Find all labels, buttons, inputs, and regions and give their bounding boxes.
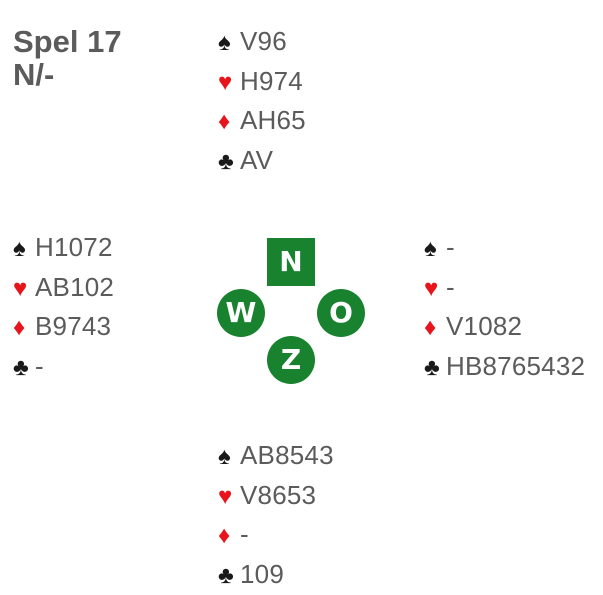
north-hearts-row: ♥H974 bbox=[218, 62, 306, 102]
west-spades-row: ♠H1072 bbox=[13, 228, 114, 268]
north-diamonds-row: ♦AH65 bbox=[218, 101, 306, 141]
heart-icon: ♥ bbox=[13, 269, 35, 309]
south-spades-cards: AB8543 bbox=[240, 440, 334, 470]
south-diamonds-cards: - bbox=[240, 519, 249, 549]
board-dealer-vulnerability: N/- bbox=[13, 58, 122, 91]
north-clubs-cards: AV bbox=[240, 145, 273, 175]
diamond-icon: ♦ bbox=[218, 516, 240, 556]
north-clubs-row: ♣AV bbox=[218, 141, 306, 181]
compass-south: Z bbox=[267, 336, 315, 384]
west-spades-cards: H1072 bbox=[35, 232, 113, 262]
west-hearts-row: ♥AB102 bbox=[13, 268, 114, 308]
east-clubs-row: ♣HB8765432 bbox=[424, 347, 585, 387]
north-spades-cards: V96 bbox=[240, 26, 287, 56]
spade-icon: ♠ bbox=[218, 437, 240, 477]
diamond-icon: ♦ bbox=[218, 102, 240, 142]
east-spades-cards: - bbox=[446, 232, 455, 262]
west-diamonds-cards: B9743 bbox=[35, 311, 111, 341]
north-diamonds-cards: AH65 bbox=[240, 105, 306, 135]
east-diamonds-row: ♦V1082 bbox=[424, 307, 585, 347]
west-clubs-cards: - bbox=[35, 351, 44, 381]
hand-south: ♠AB8543 ♥V8653 ♦- ♣109 bbox=[218, 436, 334, 594]
club-icon: ♣ bbox=[218, 142, 240, 182]
south-spades-row: ♠AB8543 bbox=[218, 436, 334, 476]
south-clubs-row: ♣109 bbox=[218, 555, 334, 595]
west-diamonds-row: ♦B9743 bbox=[13, 307, 114, 347]
east-diamonds-cards: V1082 bbox=[446, 311, 522, 341]
south-diamonds-row: ♦- bbox=[218, 515, 334, 555]
east-hearts-cards: - bbox=[446, 272, 455, 302]
spade-icon: ♠ bbox=[218, 23, 240, 63]
north-spades-row: ♠V96 bbox=[218, 22, 306, 62]
board-title: Spel 17 bbox=[13, 25, 122, 58]
heart-icon: ♥ bbox=[424, 269, 446, 309]
east-clubs-cards: HB8765432 bbox=[446, 351, 585, 381]
west-clubs-row: ♣- bbox=[13, 347, 114, 387]
club-icon: ♣ bbox=[13, 348, 35, 388]
hand-north: ♠V96 ♥H974 ♦AH65 ♣AV bbox=[218, 22, 306, 180]
south-clubs-cards: 109 bbox=[240, 559, 284, 589]
heart-icon: ♥ bbox=[218, 477, 240, 517]
west-hearts-cards: AB102 bbox=[35, 272, 114, 302]
diamond-icon: ♦ bbox=[13, 308, 35, 348]
heart-icon: ♥ bbox=[218, 63, 240, 103]
compass-east: O bbox=[317, 289, 365, 337]
diamond-icon: ♦ bbox=[424, 308, 446, 348]
north-hearts-cards: H974 bbox=[240, 66, 303, 96]
east-spades-row: ♠- bbox=[424, 228, 585, 268]
south-hearts-row: ♥V8653 bbox=[218, 476, 334, 516]
board-header: Spel 17 N/- bbox=[13, 25, 122, 91]
east-hearts-row: ♥- bbox=[424, 268, 585, 308]
spade-icon: ♠ bbox=[13, 229, 35, 269]
compass: N W O Z bbox=[217, 238, 367, 386]
compass-north: N bbox=[267, 238, 315, 286]
club-icon: ♣ bbox=[218, 556, 240, 595]
hand-west: ♠H1072 ♥AB102 ♦B9743 ♣- bbox=[13, 228, 114, 386]
hand-east: ♠- ♥- ♦V1082 ♣HB8765432 bbox=[424, 228, 585, 386]
south-hearts-cards: V8653 bbox=[240, 480, 316, 510]
spade-icon: ♠ bbox=[424, 229, 446, 269]
club-icon: ♣ bbox=[424, 348, 446, 388]
compass-west: W bbox=[217, 289, 265, 337]
